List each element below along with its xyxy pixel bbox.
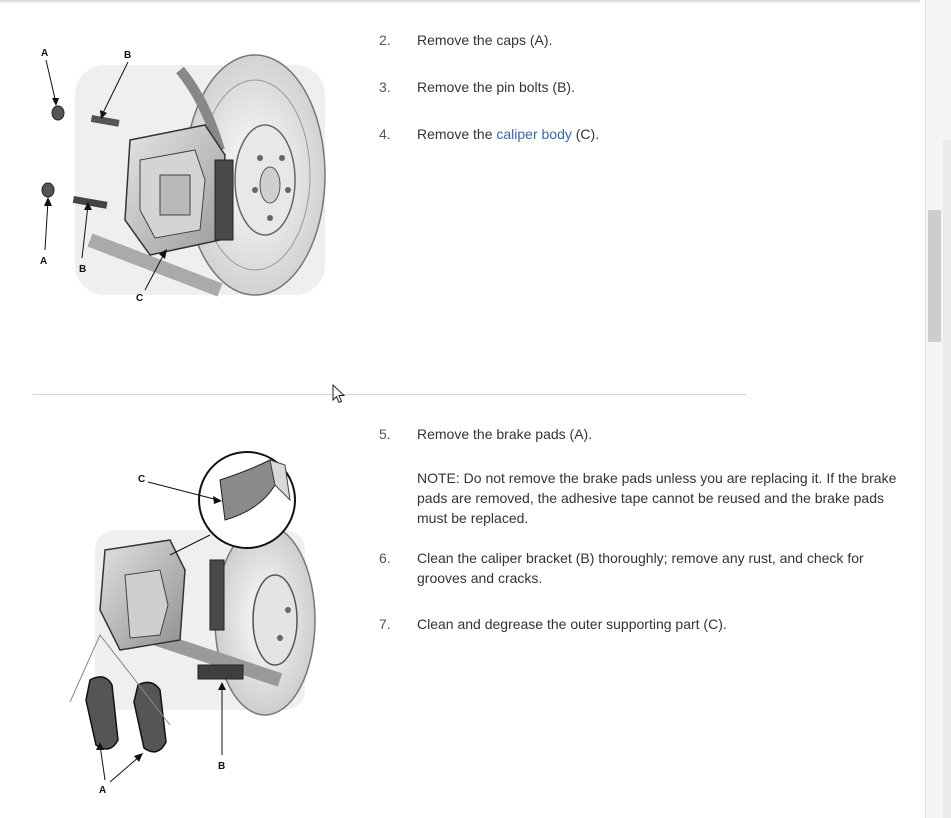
brake-pad-removal-illustration: C A B bbox=[69, 451, 316, 796]
mouse-pointer-icon bbox=[332, 384, 346, 404]
fig2-label-c: C bbox=[138, 474, 145, 485]
step-text-suffix: (C). bbox=[571, 126, 600, 142]
top-shadow bbox=[0, 0, 920, 4]
step-number: 5. bbox=[379, 426, 391, 442]
step-number: 6. bbox=[379, 550, 391, 566]
scrollbar-thumb[interactable] bbox=[928, 210, 941, 342]
fig2-label-a: A bbox=[99, 785, 106, 796]
fig2-label-b: B bbox=[218, 761, 225, 772]
step-number: 4. bbox=[379, 126, 391, 142]
section-divider bbox=[33, 394, 746, 395]
step-number: 7. bbox=[379, 616, 391, 632]
step-text: Remove the brake pads (A). bbox=[417, 426, 593, 442]
fig1-label-a-bottom: A bbox=[40, 256, 47, 267]
scrollbar-track[interactable] bbox=[943, 140, 951, 818]
step-number: 3. bbox=[379, 79, 391, 95]
brake-pad-note: NOTE: Do not remove the brake pads unles… bbox=[417, 470, 897, 526]
step-text: Clean and degrease the outer supporting … bbox=[417, 616, 727, 632]
content-page: A B A B C 2. Remove the caps (A). 3. Rem… bbox=[0, 0, 925, 818]
fig1-label-b-bottom: B bbox=[79, 264, 86, 275]
step-number: 2. bbox=[379, 32, 391, 48]
step-text: Remove the caps (A). bbox=[417, 32, 553, 48]
fig1-label-b-top: B bbox=[124, 50, 131, 61]
step-text-prefix: Remove the bbox=[417, 126, 497, 142]
fig1-label-a-top: A bbox=[41, 48, 48, 59]
step-text: Remove the caliper body (C). bbox=[417, 124, 899, 144]
step-text: Remove the pin bolts (B). bbox=[417, 79, 575, 95]
step-text: Clean the caliper bracket (B) thoroughly… bbox=[417, 550, 864, 586]
caliper-body-link[interactable]: caliper body bbox=[496, 126, 572, 142]
caliper-removal-illustration: A B A B C bbox=[40, 48, 326, 304]
fig1-label-c: C bbox=[136, 293, 143, 304]
